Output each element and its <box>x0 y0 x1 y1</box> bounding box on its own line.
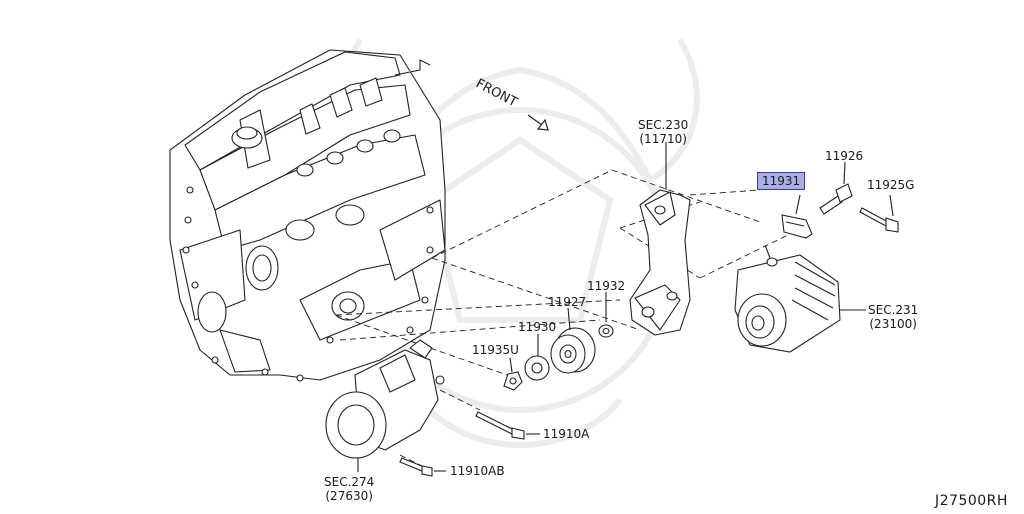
part-11925g-bolt <box>859 194 899 233</box>
label-sec231[interactable]: SEC.231 (23100) <box>868 303 918 331</box>
part-11930-washer <box>524 334 550 381</box>
part-11926-bolt <box>819 161 853 215</box>
label-sec230[interactable]: SEC.230 (11710) <box>638 118 688 146</box>
part-11932-washer <box>598 292 614 338</box>
engine-block <box>169 49 446 382</box>
label-11926[interactable]: 11926 <box>825 149 864 163</box>
label-11931-highlighted[interactable]: 11931 <box>757 172 806 190</box>
label-sec274[interactable]: SEC.274 (27630) <box>324 475 374 503</box>
label-sec231-title: SEC.231 <box>868 303 919 317</box>
label-sec230-sub: (11710) <box>639 132 687 146</box>
label-sec230-title: SEC.230 <box>638 118 689 132</box>
label-sec231-sub: (23100) <box>869 317 917 331</box>
label-11930[interactable]: 11930 <box>518 320 557 334</box>
label-sec274-title: SEC.274 <box>324 475 375 489</box>
label-11910ab[interactable]: 11910AB <box>450 464 505 478</box>
part-11910ab-bolt <box>399 457 446 477</box>
label-11927[interactable]: 11927 <box>548 295 587 309</box>
label-11910a[interactable]: 11910A <box>543 427 590 441</box>
ac-compressor-sec274 <box>325 339 445 472</box>
reference-code: J27500RH <box>935 493 1008 509</box>
label-11935u[interactable]: 11935U <box>472 343 519 357</box>
front-arrow-icon <box>527 114 549 131</box>
part-11931-bracket <box>781 194 813 239</box>
alternator-sec231 <box>734 244 866 353</box>
part-11910a-bolt <box>475 411 540 440</box>
part-11935u-nut <box>503 357 523 391</box>
label-sec274-sub: (27630) <box>325 489 373 503</box>
label-11925g[interactable]: 11925G <box>867 178 915 192</box>
part-11927-pulley <box>550 307 596 374</box>
front-label: FRONT <box>473 76 519 110</box>
label-11932[interactable]: 11932 <box>587 279 626 293</box>
bracket-sec230 <box>629 142 691 336</box>
